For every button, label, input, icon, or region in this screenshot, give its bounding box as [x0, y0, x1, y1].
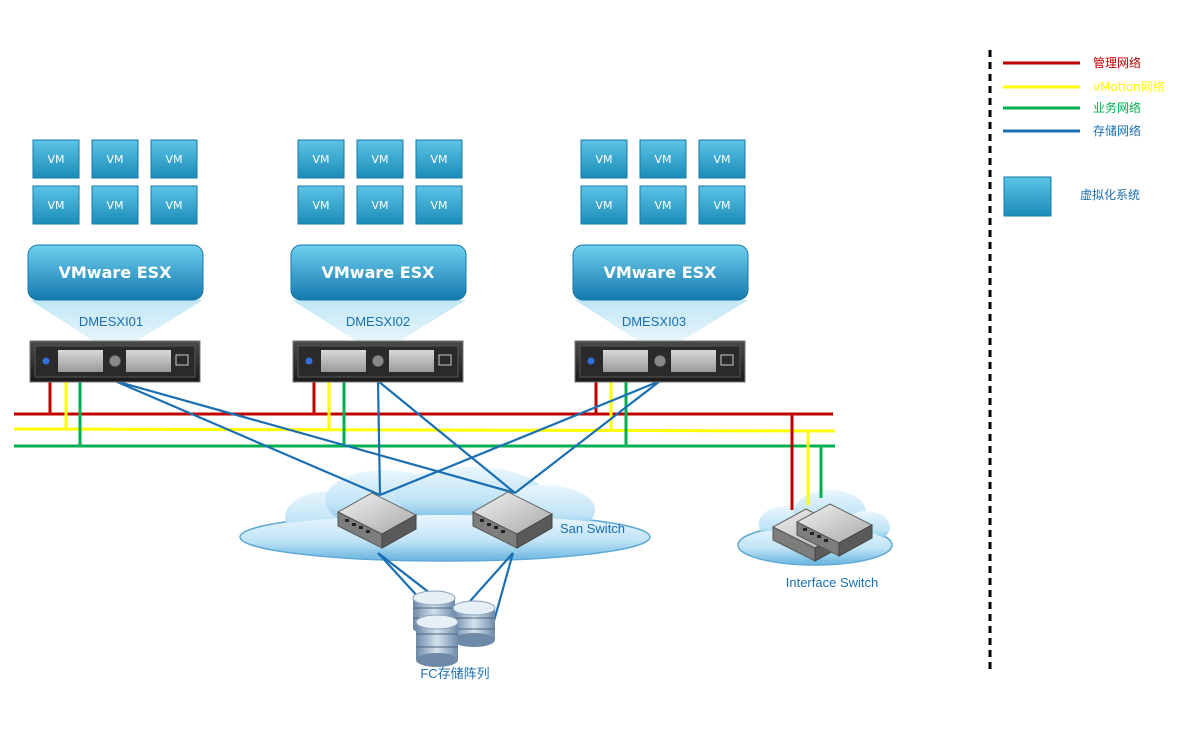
vm-box[interactable]: [91, 185, 139, 225]
vm-label: VM: [47, 153, 64, 166]
san-cloud: [239, 467, 651, 562]
vm-box[interactable]: [698, 139, 746, 179]
vm-label: VM: [106, 153, 123, 166]
vm-grid: VM VM VM VM VM VM: [580, 139, 746, 225]
vm-label: VM: [430, 199, 447, 212]
vm-box[interactable]: [297, 185, 345, 225]
san-switch-label: San Switch: [560, 521, 625, 536]
server-icon[interactable]: [29, 340, 201, 383]
disk-stack-back-right: [452, 600, 496, 647]
fc-storage-icon[interactable]: [412, 590, 496, 667]
vm-box[interactable]: [150, 185, 198, 225]
vm-label: VM: [165, 199, 182, 212]
network-bus-lines: [13, 412, 836, 448]
vm-label: VM: [165, 153, 182, 166]
vm-label: VM: [713, 199, 730, 212]
vmotion-bus: [13, 427, 836, 433]
vm-box[interactable]: [32, 139, 80, 179]
vm-box[interactable]: [91, 139, 139, 179]
legend-vmotion-label: vMotion网络: [1093, 79, 1165, 94]
vm-box[interactable]: [415, 185, 463, 225]
vm-box[interactable]: [356, 139, 404, 179]
vm-box[interactable]: [698, 185, 746, 225]
esx-label: VMware ESX: [604, 263, 718, 282]
host-dmesxi02: VM VM VM VM VM VM VMware ESX DMESXI02: [290, 139, 467, 383]
vm-label: VM: [106, 199, 123, 212]
host-dmesxi01: VM VM VM VM VM VM VMware ESX DMESXI01: [27, 139, 204, 383]
esx-beam: [575, 300, 748, 342]
vm-label: VM: [713, 153, 730, 166]
server-icon[interactable]: [574, 340, 746, 383]
vm-label: VM: [654, 199, 671, 212]
esx-layer[interactable]: [290, 244, 467, 301]
vm-box[interactable]: [356, 185, 404, 225]
disk-stack-front: [415, 614, 459, 667]
vm-box[interactable]: [580, 139, 628, 179]
vm-box[interactable]: [580, 185, 628, 225]
vm-box[interactable]: [297, 139, 345, 179]
vm-label: VM: [654, 153, 671, 166]
vm-label: VM: [595, 199, 612, 212]
host-dmesxi03: VM VM VM VM VM VM VMware ESX DMESXI03: [572, 139, 749, 383]
vm-box[interactable]: [639, 139, 687, 179]
vm-grid: VM VM VM VM VM VM: [32, 139, 198, 225]
server-icon[interactable]: [292, 340, 464, 383]
vm-label: VM: [371, 199, 388, 212]
host-bus-drops: [48, 381, 823, 510]
fc-storage-label: FC存储阵列: [420, 666, 489, 681]
vm-label: VM: [312, 153, 329, 166]
interface-switch-2[interactable]: [795, 503, 874, 557]
legend: 管理网络 vMotion网络 业务网络 存储网络 虚拟化系统: [1003, 55, 1165, 217]
host-name: DMESXI03: [622, 314, 686, 329]
esx-layer[interactable]: [27, 244, 204, 301]
vm-box[interactable]: [639, 185, 687, 225]
san-switch-2[interactable]: [471, 491, 554, 549]
vm-grid: VM VM VM VM VM VM: [297, 139, 463, 225]
esx-layer[interactable]: [572, 244, 749, 301]
esx-beam: [30, 300, 203, 342]
vm-label: VM: [312, 199, 329, 212]
vm-label: VM: [371, 153, 388, 166]
esx-beam: [292, 300, 466, 342]
interface-switch-label: Interface Switch: [786, 575, 879, 590]
legend-storage-label: 存储网络: [1093, 123, 1141, 138]
legend-virtualization-swatch: [1003, 176, 1052, 217]
vm-box[interactable]: [415, 139, 463, 179]
legend-business-label: 业务网络: [1093, 100, 1141, 115]
legend-virtualization-label: 虚拟化系统: [1080, 188, 1140, 202]
vm-label: VM: [430, 153, 447, 166]
vm-box[interactable]: [32, 185, 80, 225]
vm-label: VM: [47, 199, 64, 212]
host-name: DMESXI01: [79, 314, 143, 329]
esx-label: VMware ESX: [59, 263, 173, 282]
vm-box[interactable]: [150, 139, 198, 179]
vm-label: VM: [595, 153, 612, 166]
host-name: DMESXI02: [346, 314, 410, 329]
san-switch-1[interactable]: [336, 492, 418, 549]
esx-label: VMware ESX: [322, 263, 436, 282]
legend-management-label: 管理网络: [1093, 55, 1141, 70]
